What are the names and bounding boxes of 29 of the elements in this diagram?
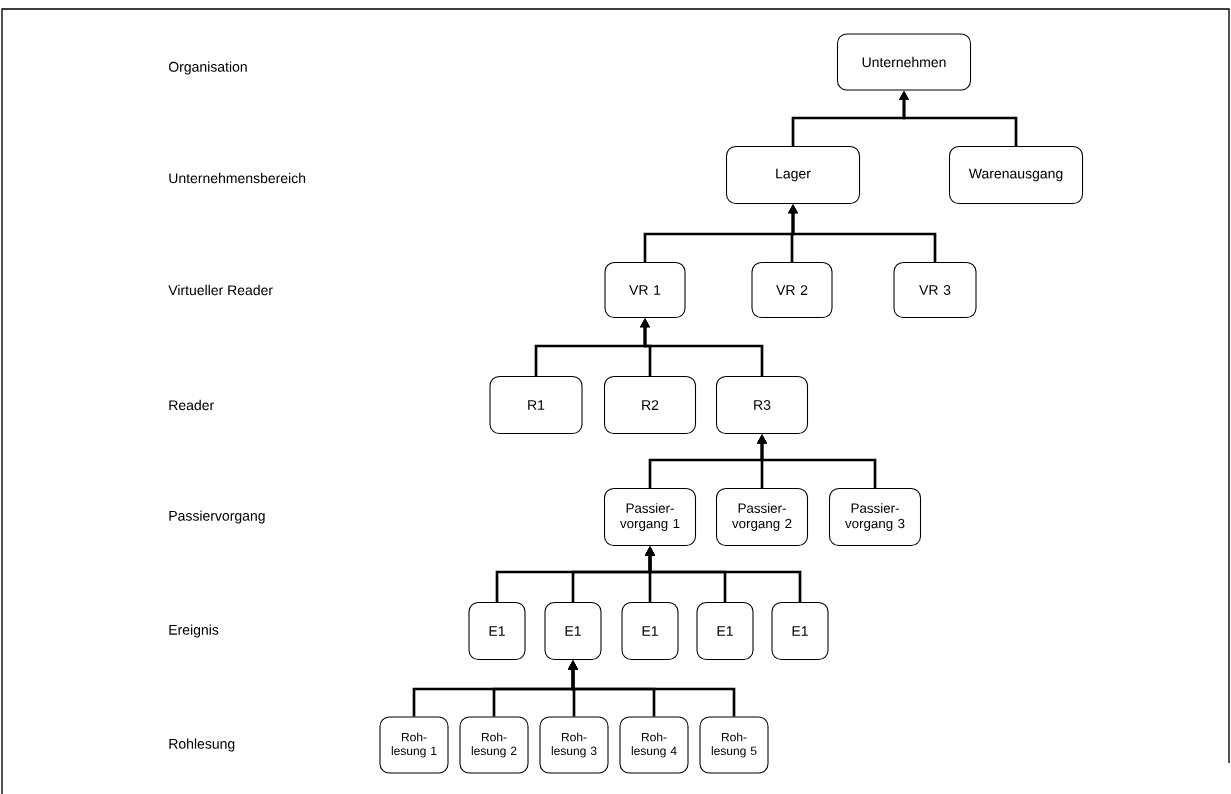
box: R3 bbox=[715, 375, 809, 435]
level-label: Unternehmensbereich bbox=[169, 172, 306, 184]
box: E1 bbox=[696, 601, 754, 661]
box: R1 bbox=[489, 375, 583, 435]
level-label: Virtueller Reader bbox=[168, 284, 273, 296]
box: VR 3 bbox=[893, 261, 977, 319]
box: Roh- lesung 2 bbox=[459, 716, 529, 774]
box: Unternehmen bbox=[836, 33, 972, 91]
box: E1 bbox=[544, 601, 602, 661]
level-label: Passiervorgang bbox=[169, 510, 265, 524]
box: VR 1 bbox=[604, 261, 686, 319]
level-label: Reader bbox=[169, 399, 214, 411]
level-label: Organisation bbox=[168, 61, 247, 75]
box: Roh- lesung 4 bbox=[619, 716, 689, 774]
box: Lager bbox=[725, 145, 861, 205]
box: Passier- vorgang 2 bbox=[715, 487, 809, 547]
box: Passier- vorgang 1 bbox=[603, 487, 697, 547]
box: Roh- lesung 1 bbox=[379, 716, 449, 774]
box: E1 bbox=[771, 601, 829, 661]
box: E1 bbox=[468, 601, 526, 661]
box: E1 bbox=[621, 601, 679, 661]
box: Roh- lesung 3 bbox=[539, 716, 609, 774]
box: R2 bbox=[603, 375, 697, 435]
box: Warenausgang bbox=[948, 145, 1084, 205]
box: Roh- lesung 5 bbox=[699, 716, 769, 774]
box: Passier- vorgang 3 bbox=[828, 487, 922, 547]
box: VR 2 bbox=[751, 261, 833, 319]
level-label: Rohlesung bbox=[169, 738, 235, 752]
level-label: Ereignis bbox=[169, 624, 219, 638]
